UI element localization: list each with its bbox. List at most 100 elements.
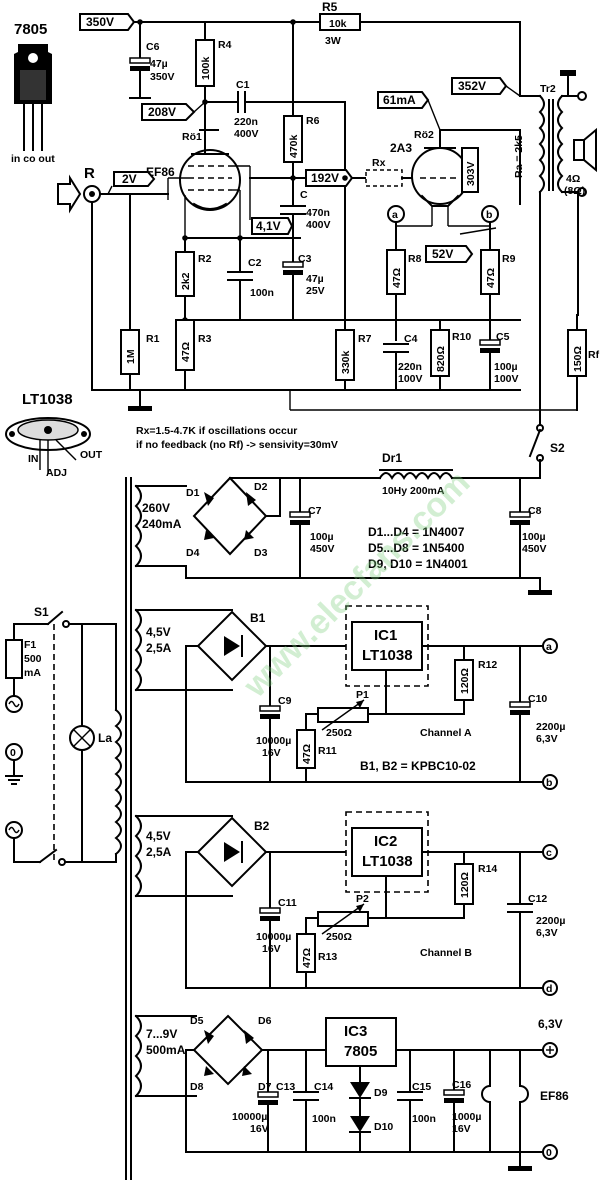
c5-voltage: 100V [494,373,519,385]
c7-voltage: 450V [310,543,335,555]
c-voltage: 400V [306,219,331,231]
c9-voltage: 16V [262,747,281,759]
channel-a-label: Channel A [420,727,472,739]
r14-value: 120Ω [459,872,471,898]
c10-ref: C10 [528,693,547,705]
choke-ref: Dr1 [382,451,402,465]
voltage-350v: 350V [86,15,114,29]
ef86-cathode-network: 2k2 R2 47Ω R3 C2 100n 4,1V [175,217,301,391]
output-transformer: 352V Ra = 2k5 Tr2 4Ω (8Ω) [451,70,597,411]
speaker-4-ohm: 4Ω [566,173,580,185]
r8-ref: R8 [408,253,422,265]
r9-value: 47Ω [485,268,497,288]
switch-s1-top[interactable] [46,610,64,626]
voltage-352v: 352V [458,79,486,93]
p1-value: 250Ω [326,727,352,739]
note-feedback: if no feedback (no Rf) -> sensivity=30mV [136,439,338,451]
c4-voltage: 100V [398,373,423,385]
node-b-top: b [486,209,492,221]
out-b: b [546,777,552,789]
lamp-ref: La [98,731,112,745]
r2-value: 2k2 [180,272,192,290]
resistor-rf: 150Ω Rf [289,314,600,411]
heater-out-voltage: 6,3V [538,1017,563,1031]
diode-list-2: D5...D8 = 1N5400 [368,541,465,555]
r2-ref: R2 [198,253,212,265]
c16-voltage: 16V [452,1123,471,1135]
regulator-7805-title: 7805 [14,21,47,38]
resistor-r6: 470k R6 [283,21,320,201]
r11-ref: R11 [318,745,337,757]
heater-supply-channel-b: 4,5V 2,5A B2 C11 10000µ 16V IC2 LT1038 c… [134,811,565,996]
note-rx: Rx=1.5-4.7K if oscillations occur [136,425,297,437]
switch-s1-bottom[interactable] [38,848,58,864]
d7-ref: D7 [258,1081,272,1093]
c12-ref: C12 [528,893,547,905]
d3-ref: D3 [254,547,268,559]
heater-sec-voltage: 7...9V [146,1027,177,1041]
lt1038-adj: ADJ [46,467,67,479]
hv-sec-voltage: 260V [142,501,170,515]
rf-value: 150Ω [572,346,584,372]
c13-value: 10000µ [232,1111,267,1123]
input-jack[interactable]: R 2V [57,165,169,391]
voltage-52v: 52V [432,247,453,261]
lt1038-package: LT1038 IN ADJ OUT [5,391,103,479]
resistor-r1: 1M R1 [91,193,521,411]
switch-s2[interactable]: S2 [528,409,565,479]
d6-ref: D6 [258,1015,272,1027]
capacitor-c-and-c3: C 470n 400V C3 47µ 25V [184,189,521,321]
lt1038-title: LT1038 [22,391,73,408]
capacitor-c6: C6 47µ 350V [129,21,175,99]
channel-b-label: Channel B [420,947,472,959]
r12-ref: R12 [478,659,497,671]
voltage-208v: 208V [148,105,176,119]
d5-ref: D5 [190,1015,204,1027]
d4-ref: D4 [186,547,200,559]
p2-value: 250Ω [326,931,352,943]
c15-ref: C15 [412,1081,431,1093]
capacitor-c1: C1 220n 400V [204,79,346,331]
r9-ref: R9 [502,253,516,265]
r13-value: 47Ω [301,948,313,968]
r10-value: 820Ω [435,346,447,372]
ic1-ref: IC1 [374,627,397,644]
c5-value: 100µ [494,361,518,373]
r7-ref: R7 [358,333,372,345]
c7-value: 100µ [310,531,334,543]
diode-list-1: D1...D4 = 1N4007 [368,525,465,539]
voltage-4-1v: 4,1V [256,219,281,233]
hv-rail: 350V 10k R5 3W [79,0,521,97]
tube1-ref: Rö1 [182,131,202,143]
ic1-type: LT1038 [362,647,413,664]
c9-ref: C9 [278,695,292,707]
d10-ref: D10 [374,1121,393,1133]
tube-ef86: Rö1 EF86 [146,129,251,238]
resistor-r7: 330k R7 [335,329,372,391]
c4-ref: C4 [404,333,418,345]
c13-voltage: 16V [250,1123,269,1135]
tr2-ref: Tr2 [540,83,556,95]
tube1-type: EF86 [146,165,175,179]
c-ref: C [300,189,308,201]
c4-value: 220n [398,361,422,373]
grid-coupling: 192V Rx [249,157,429,187]
tube2-type: 2A3 [390,141,412,155]
diode-list-3: D9, D10 = 1N4001 [368,557,468,571]
c2-ref: C2 [248,257,262,269]
ic2-type: LT1038 [362,853,413,870]
c16-ref: C16 [452,1079,471,1091]
s1-ref: S1 [34,605,49,619]
r13-ref: R13 [318,951,337,963]
r14-ref: R14 [478,863,497,875]
c10-voltage: 6,3V [536,733,558,745]
c3-value: 47µ [306,273,324,285]
c10-value: 2200µ [536,721,565,733]
heater-tube-label: EF86 [540,1089,569,1103]
c12-value: 2200µ [536,915,565,927]
hv-sec-current: 240mA [142,517,182,531]
input-label: R [84,165,95,182]
s2-ref: S2 [550,441,565,455]
c2-value: 100n [250,287,274,299]
chA-sec-current: 2,5A [146,641,172,655]
